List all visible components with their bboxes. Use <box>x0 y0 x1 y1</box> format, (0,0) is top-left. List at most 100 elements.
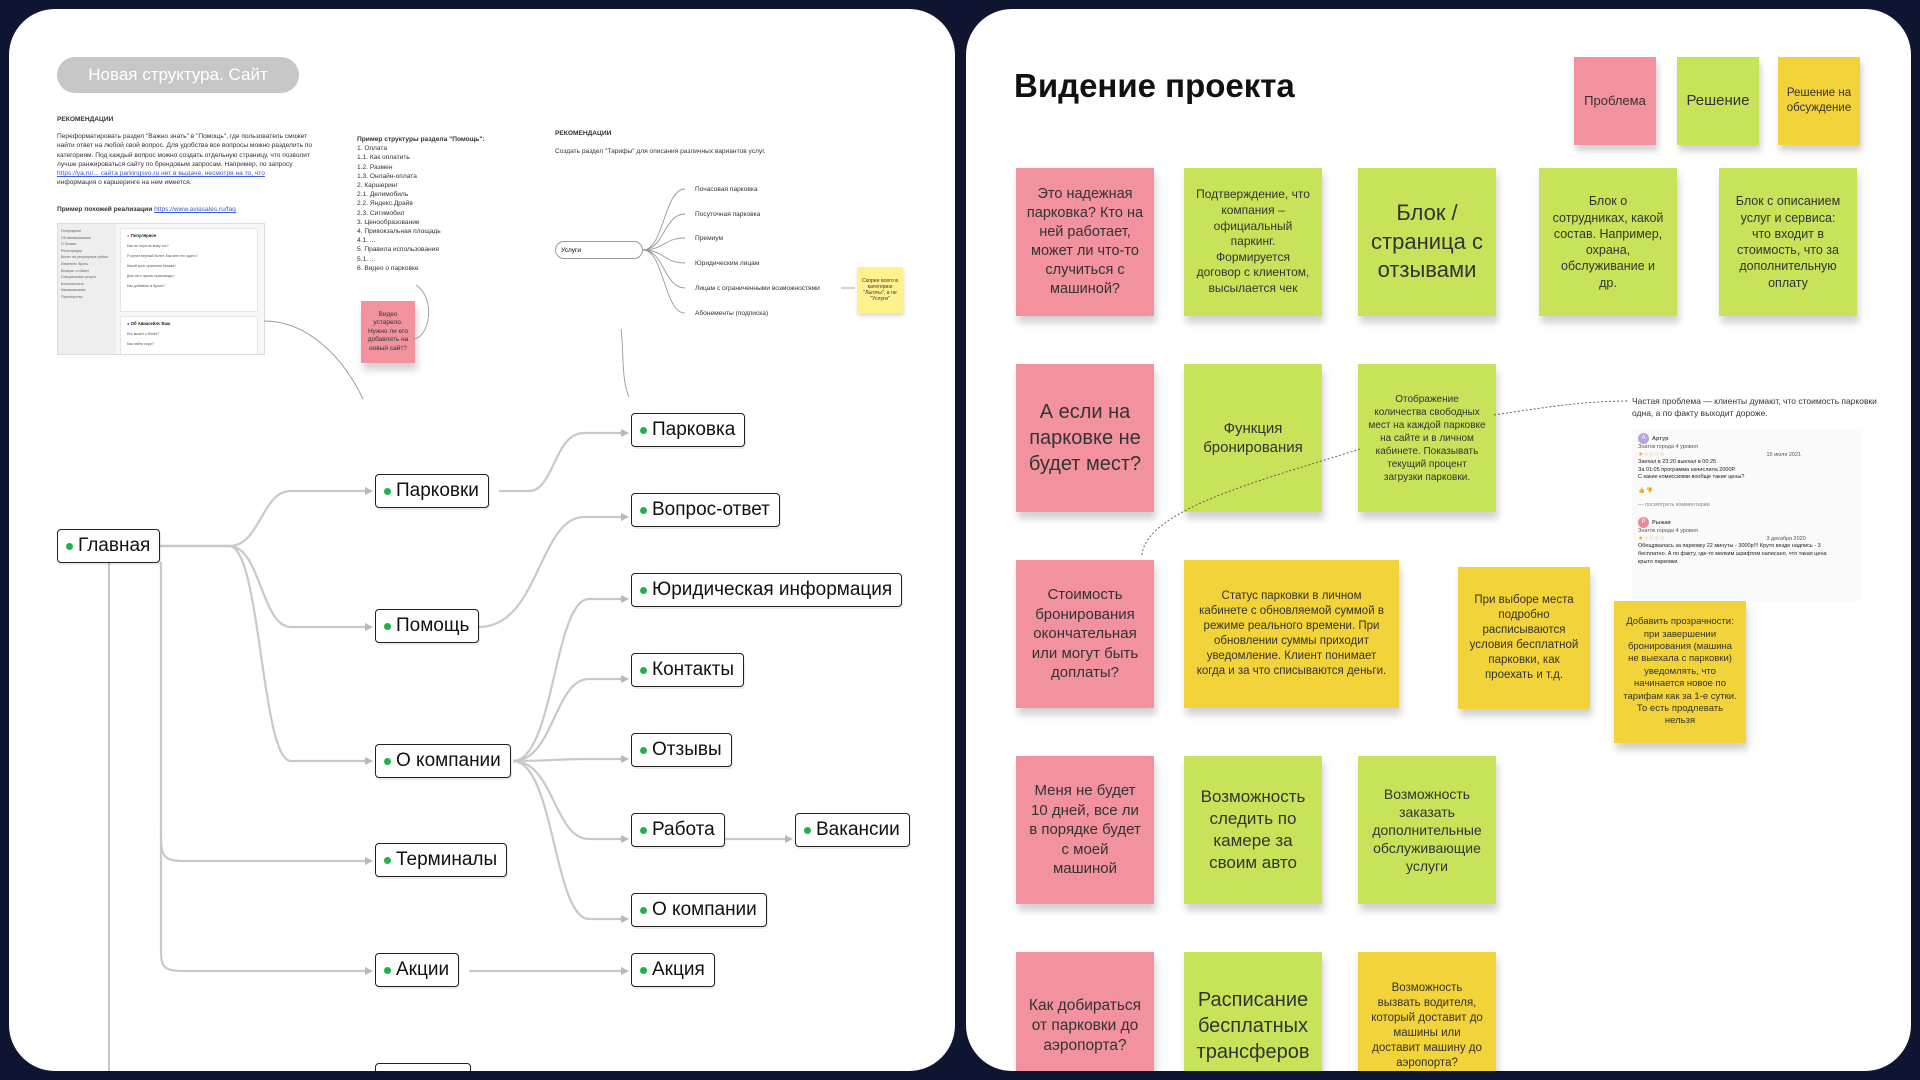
rating-stars-icon: ★☆☆☆☆ <box>1638 451 1665 458</box>
sticky-problem: А если на парковке не будет мест? <box>1016 364 1154 512</box>
help-structure-item: 1.3. Онлайн-оплата <box>357 172 417 180</box>
status-dot <box>384 856 391 864</box>
review-date: 3 декабря 2020 <box>1766 535 1806 542</box>
example-sidebar-item: Авиакомпании <box>61 288 86 293</box>
status-dot <box>640 966 647 974</box>
node-legal-info[interactable]: Юридическая информация <box>631 573 903 607</box>
node-promotion[interactable]: Акция <box>631 953 715 987</box>
node-faq[interactable]: Вопрос-ответ <box>631 493 780 527</box>
node-terminals[interactable]: Терминалы <box>375 843 508 877</box>
node-work[interactable]: Работа <box>631 813 725 847</box>
avatar: Р <box>1638 517 1649 529</box>
node-label: Контакты <box>652 659 735 680</box>
example-sidebar-item: Партнёрство <box>61 294 83 299</box>
status-dot <box>640 586 647 594</box>
node-about-company[interactable]: О компании <box>631 893 767 927</box>
sticky-solution: Возможность следить по камере за своим а… <box>1184 756 1322 904</box>
status-dot <box>804 826 811 834</box>
node-main[interactable]: Главная <box>57 529 161 563</box>
node-label: Парковка <box>652 419 736 440</box>
node-reviews[interactable]: Отзывы <box>631 733 732 767</box>
sticky-discussion: Статус парковки в личном кабинете с обно… <box>1184 560 1399 708</box>
status-dot <box>66 542 73 550</box>
service-item: Посуточная парковка <box>695 211 761 218</box>
review-author-meta: Знаток города 4 уровня <box>1638 444 1698 450</box>
sticky-discussion: При выборе места подробно расписываются … <box>1458 567 1590 709</box>
node-label: Работа <box>652 819 715 840</box>
status-dot <box>640 506 647 514</box>
node-about[interactable]: О компании <box>375 744 511 778</box>
service-item: Абонементы (подписка) <box>695 310 769 317</box>
help-structure-block: Пример структуры раздела "Помощь": 1. Оп… <box>357 135 507 273</box>
sticky-problem: Стоимость бронирования окончательная или… <box>1016 560 1154 708</box>
connector-lines <box>107 188 855 1071</box>
example-section-title: Популярное <box>130 233 157 238</box>
rec-line: категориям. Под каждый вопрос можно созд… <box>57 151 310 159</box>
recommendations-block: РЕКОМЕНДАЦИИ Переформатировать раздел "В… <box>57 115 347 215</box>
sticky-solution: Функция бронирования <box>1184 364 1322 512</box>
node-promotions[interactable]: Акции <box>375 953 460 987</box>
sticky-discussion: Возможность вызвать водителя, который до… <box>1358 952 1496 1071</box>
sticky-solution: Блок / страница с отзывами <box>1358 168 1496 316</box>
node-label: Главная <box>78 535 151 556</box>
rec-line: найти ответ на любой свой вопрос. Для уд… <box>57 142 313 150</box>
help-structure-item: 2.1. Делимобиль <box>357 191 409 199</box>
help-structure-heading: Пример структуры раздела "Помощь": <box>357 136 485 143</box>
example-label: Пример похожей реализации <box>57 206 153 214</box>
example-screenshot: Популярное Об авиакомпании О багаже Реги… <box>57 223 265 355</box>
node-parking[interactable]: Парковка <box>631 413 746 447</box>
sticky-solution: Подтверждение, что компания – официальны… <box>1184 168 1322 316</box>
example-popular-card: ● Популярное Как не пора не вижу гэс? Я … <box>120 228 258 312</box>
node-help[interactable]: Помощь <box>375 609 480 643</box>
project-vision-board: Видение проекта Проблема Решение Решение… <box>966 9 1911 1071</box>
sticky-problem: Это надежная парковка? Кто на ней работа… <box>1016 168 1154 316</box>
rec-line-link[interactable]: https://ya.ru/... сайта parkingsvo.ru не… <box>57 170 265 178</box>
status-dot <box>384 757 391 765</box>
sticky-problem: Как добираться от парковки до аэропорта? <box>1016 952 1154 1071</box>
example-question: Кто может к билет? <box>127 332 160 336</box>
help-structure-item: 5.1. ... <box>357 255 376 263</box>
example-link[interactable]: https://www.aviasales.ru/faq <box>154 206 236 214</box>
node-label: Юридическая информация <box>652 579 893 600</box>
help-structure-item: 6. Видео о парковке <box>357 264 419 272</box>
recommendation-text: Создать раздел "Тарифы" для описания раз… <box>555 148 766 156</box>
help-structure-item: 4. Привокзальная площадь <box>357 228 441 236</box>
node-cut-off[interactable] <box>375 1063 471 1071</box>
avatar: А <box>1638 433 1649 444</box>
frequent-problem-note: Частая проблема — клиенты думают, что ст… <box>1632 396 1877 418</box>
node-label: Терминалы <box>396 849 498 870</box>
services-root-node[interactable]: Услуги <box>555 241 643 259</box>
review-text: За 01:05 программа начислила 2000Р. <box>1638 466 1736 473</box>
review-author: Артур <box>1652 435 1669 442</box>
page-title: Видение проекта <box>1014 67 1295 104</box>
recommendations-block-2: РЕКОМЕНДАЦИИ Создать раздел "Тарифы" для… <box>555 129 815 156</box>
node-label: Помощь <box>396 615 470 636</box>
example-sidebar-item: Безопасность <box>61 281 84 286</box>
sticky-solution: Возможность заказать дополнительные обсл… <box>1358 756 1496 904</box>
annotation-arrows <box>1141 400 1629 556</box>
node-vacancies[interactable]: Вакансии <box>795 813 910 847</box>
service-item: Премиум <box>695 235 724 242</box>
view-comments-link[interactable]: — посмотреть комментарии <box>1638 501 1710 508</box>
node-label: Вопрос-ответ <box>652 499 770 520</box>
node-parkings[interactable]: Парковки <box>375 474 489 508</box>
thumbs-icon[interactable]: 👍 👎 <box>1638 487 1654 494</box>
service-item: Лицам с ограниченными возможностями <box>695 285 820 292</box>
example-sidebar-item: О багаже <box>61 242 77 247</box>
status-dot <box>640 746 647 754</box>
status-dot <box>384 487 391 495</box>
example-sidebar-item: Регистрация <box>61 248 83 253</box>
sticky-solution: Блок о сотрудниках, какой состав. Наприм… <box>1539 168 1677 316</box>
example-sidebar-item: Об авиакомпании <box>61 235 91 240</box>
example-sidebar: Популярное Об авиакомпании О багаже Реги… <box>58 224 116 354</box>
example-about-card: ● Об Авиасейлс Ваш Кто может к билет? Ка… <box>120 316 258 354</box>
rec-line: Переформатировать раздел "Важно знать" в… <box>57 133 308 141</box>
board-title-badge: Новая структура. Сайт <box>57 57 299 93</box>
status-dot <box>640 826 647 834</box>
status-dot <box>384 966 391 974</box>
node-contacts[interactable]: Контакты <box>631 653 745 687</box>
example-sidebar-item: Популярное <box>61 229 82 233</box>
